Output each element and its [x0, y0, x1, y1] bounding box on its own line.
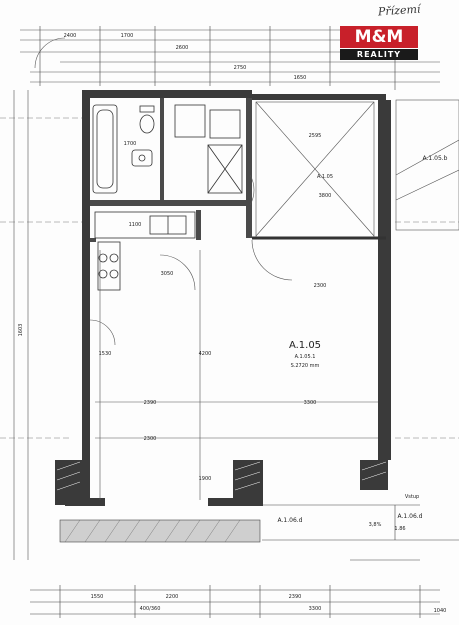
dim-top-4: 2750 [234, 65, 247, 71]
slab-hatch [64, 519, 241, 543]
dim-bottom-total2: 3300 [309, 606, 322, 612]
dim-top-2: 1700 [121, 33, 134, 39]
dim-room-bottom: 3800 [319, 193, 332, 199]
dim-bottom-3: 2390 [289, 594, 302, 600]
dim-top-3: 2600 [176, 45, 189, 51]
partitions [90, 98, 252, 242]
washbasin [131, 149, 153, 167]
dim-bottom-2: 2200 [166, 594, 179, 600]
room-neighbor-bottom-2: A.1.06.d [278, 517, 303, 524]
toilet [139, 105, 155, 134]
grid-axes [0, 117, 459, 439]
brand-logo: M&M REALITY [340, 26, 418, 62]
bathtub [92, 104, 118, 194]
outer-walls [55, 90, 391, 506]
door-swing-top [34, 37, 66, 69]
dim-height: 4200 [199, 351, 212, 357]
room-main-sub: A.1.05.1 [295, 354, 316, 360]
dim-left-mid: 1530 [99, 351, 112, 357]
dim-main-right: 3300 [304, 400, 317, 406]
main-room-dims [95, 250, 378, 500]
neighbor-units [395, 99, 459, 231]
room-main-code: A.1.05 [289, 340, 321, 351]
hatching [56, 461, 387, 491]
kitchen-counter [94, 211, 196, 291]
room-main-area: S.2720 mm [291, 363, 320, 369]
ground-slab [59, 519, 261, 543]
room-neighbor-bottom: A.1.06.d [398, 513, 423, 520]
dim-left-vertical: 1603 [18, 324, 24, 337]
inner-dim-labels: 1700 2595 3800 3050 2300 1530 2390 3300 … [99, 133, 447, 614]
corner-label: 3,8% [369, 522, 382, 528]
top-dimension-lines [20, 29, 440, 83]
logo-mark: M&M [340, 26, 418, 48]
logo-tagline: REALITY [340, 49, 418, 60]
bottom-dim-ticks [59, 585, 421, 618]
dim-main-left: 2300 [144, 436, 157, 442]
dim-right-low: 1040 [434, 608, 447, 614]
bottom-lines [30, 504, 459, 615]
dim-bottom-1: 1550 [91, 594, 104, 600]
top-dimension-labels: 2400 1700 2600 2750 1650 [64, 33, 307, 81]
shower-wc-fixtures [174, 104, 243, 194]
door-arcs [89, 174, 293, 346]
dim-bath-width: 1700 [124, 141, 137, 147]
dim-wall-bottom: 1900 [199, 476, 212, 482]
dim-kitchen: 3050 [161, 271, 174, 277]
dim-bottom-total: 400/360 [140, 606, 161, 612]
bottom-note: 1.86 [394, 526, 405, 532]
dim-kitchen-sub: 1100 [129, 222, 142, 228]
dim-room-width: 2595 [309, 133, 322, 139]
room-neighbor-right: A.1.05.b [423, 155, 448, 162]
bottom-dim-labels: 1550 2200 2390 400/360 3300 [91, 594, 322, 612]
dim-hall-width: 2300 [314, 283, 327, 289]
dim-top-5: 1650 [294, 75, 307, 81]
entrance-label: Vstup [405, 494, 419, 500]
top-dim-ticks [39, 26, 396, 90]
left-vertical-dim [13, 90, 29, 560]
dim-top-1: 2400 [64, 33, 77, 39]
dim-main-bottom: 2390 [144, 400, 157, 406]
room-top-code: A.1.05 [317, 174, 333, 180]
